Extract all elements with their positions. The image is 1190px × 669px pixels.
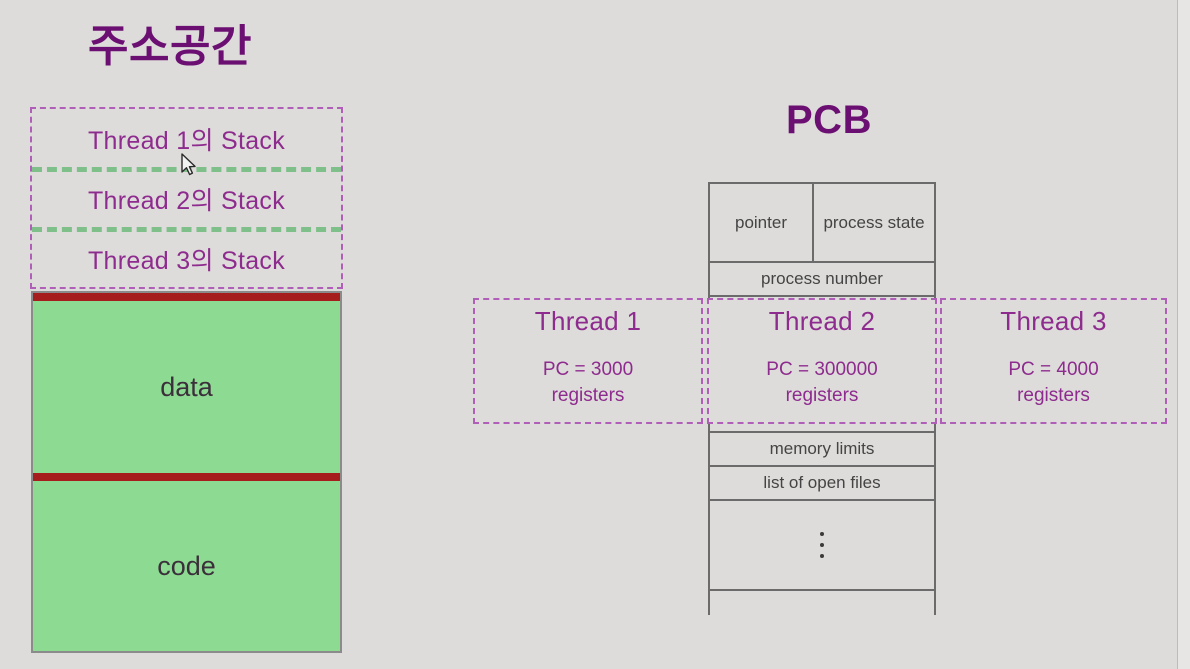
pcb-cell-process-number: process number [708, 261, 936, 297]
thread-box-2: Thread 2 PC = 300000 registers [707, 298, 937, 424]
pcb-cell-process-number-label: process number [761, 269, 883, 289]
pcb-cell-list-of-open-files: list of open files [708, 465, 936, 501]
thread-box-3-title: Thread 3 [1000, 306, 1107, 336]
thread-box-3-pc: PC = 4000 [1008, 359, 1099, 380]
page-title-pcb: PCB [786, 98, 872, 142]
thread-box-2-pc: PC = 300000 [766, 359, 878, 380]
pcb-table: pointer process state process number mem… [708, 182, 936, 615]
segment-code-label: code [157, 550, 216, 581]
thread-box-2-title: Thread 2 [768, 306, 876, 336]
pcb-cell-pointer-label: pointer [735, 212, 787, 232]
pcb-cell-process-state: process state [812, 182, 936, 263]
address-space-diagram: Thread 1의 Stack Thread 2의 Stack Thread 3… [30, 107, 343, 653]
stack-row-thread-2: Thread 2의 Stack [32, 169, 341, 229]
stack-label-thread-1: Thread 1의 Stack [87, 127, 286, 155]
segment-data-label: data [160, 371, 213, 402]
pcb-cell-memory-limits-label: memory limits [769, 439, 875, 459]
stack-label-thread-2: Thread 2의 Stack [87, 187, 286, 215]
thread-box-1-registers: registers [551, 385, 625, 406]
ellipsis-dot-3 [820, 554, 824, 558]
thread-stack-group: Thread 1의 Stack Thread 2의 Stack Thread 3… [30, 107, 343, 289]
pcb-cell-ellipsis [708, 499, 936, 591]
segment-data: data [33, 293, 340, 473]
memory-segments: data code [31, 291, 342, 653]
ellipsis-dot-2 [820, 543, 824, 547]
stack-row-thread-1: Thread 1의 Stack [32, 109, 341, 169]
thread-box-3: Thread 3 PC = 4000 registers [940, 298, 1167, 424]
thread-box-2-registers: registers [785, 385, 859, 406]
thread-box-1: Thread 1 PC = 3000 registers [473, 298, 703, 424]
pcb-cell-memory-limits: memory limits [708, 431, 936, 467]
segment-code: code [33, 473, 340, 651]
pcb-cell-process-state-label: process state [823, 212, 925, 232]
ellipsis-dot-1 [820, 532, 824, 536]
slide-frame-edge [1177, 0, 1190, 669]
stack-row-thread-3: Thread 3의 Stack [32, 229, 341, 289]
thread-box-1-title: Thread 1 [534, 306, 642, 336]
stack-label-thread-3: Thread 3의 Stack [87, 247, 286, 275]
stack-divider-2 [32, 227, 341, 232]
thread-box-3-registers: registers [1017, 385, 1090, 406]
page-title-address-space: 주소공간 [88, 22, 252, 71]
pcb-cell-pointer: pointer [708, 182, 814, 263]
pcb-cell-list-of-open-files-label: list of open files [763, 473, 881, 493]
thread-box-1-pc: PC = 3000 [542, 359, 634, 380]
